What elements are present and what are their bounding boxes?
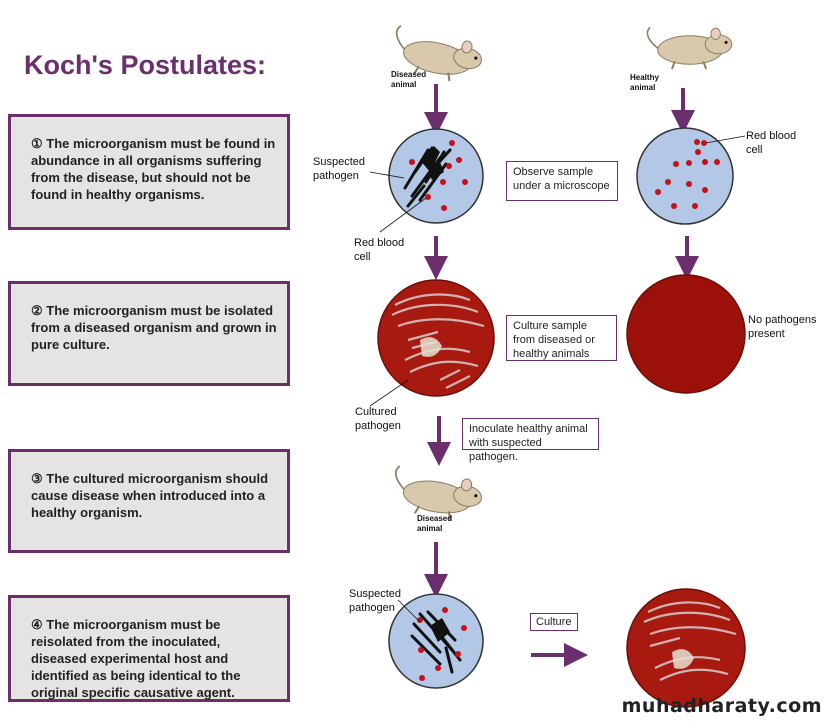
suspected-pathogen-label-2: Suspected pathogen <box>349 588 401 614</box>
red-blood-cell-label-2: Red blood cell <box>746 130 797 156</box>
postulate-2-marker: ② <box>31 303 43 318</box>
healthy-animal-label: Healthy animal <box>630 73 659 92</box>
page-title: Koch's Postulates: <box>24 50 266 80</box>
healthy-mouse <box>646 26 733 70</box>
microscope-slide-reisolated <box>388 593 484 689</box>
postulate-3-text: The cultured microorganism should cause … <box>31 471 269 520</box>
postulate-3-box: ③ The cultured microorganism should caus… <box>8 449 290 553</box>
microscope-slide-healthy <box>636 127 746 225</box>
watermark: muhadharaty.com <box>621 695 822 717</box>
postulate-2-text: The microorganism must be isolated from … <box>31 303 277 352</box>
red-blood-cell-label-1: Red blood cell <box>354 237 405 263</box>
no-pathogens-label: No pathogens present <box>748 314 817 340</box>
postulate-4-box: ④ The microorganism must be reisolated f… <box>8 595 290 702</box>
diseased-animal-label-2: Diseased animal <box>417 514 453 533</box>
culture-note: Culture <box>530 613 578 631</box>
microscope-slide-diseased <box>369 128 484 233</box>
postulate-1-text: The microorganism must be found in abund… <box>31 136 276 202</box>
culture-plate-diseased <box>369 279 495 407</box>
suspected-pathogen-label: Suspected pathogen <box>313 156 365 182</box>
culture-sample-note: Culture sample from diseased or healthy … <box>506 315 617 361</box>
observe-note: Observe sample under a microscope <box>506 161 618 201</box>
inoculate-note: Inoculate healthy animal with suspected … <box>462 418 599 463</box>
culture-plate-reisolated <box>626 588 746 708</box>
postulate-1-box: ① The microorganism must be found in abu… <box>8 114 290 230</box>
postulate-4-text: The microorganism must be reisolated fro… <box>31 617 241 700</box>
postulate-2-box: ② The microorganism must be isolated fro… <box>8 281 290 386</box>
cultured-pathogen-label: Cultured pathogen <box>355 406 401 432</box>
postulate-3-marker: ③ <box>31 471 43 486</box>
culture-plate-healthy <box>626 274 746 394</box>
postulate-4-marker: ④ <box>31 617 43 632</box>
postulate-1-marker: ① <box>31 136 43 151</box>
diseased-animal-label: Diseased animal <box>391 70 427 89</box>
